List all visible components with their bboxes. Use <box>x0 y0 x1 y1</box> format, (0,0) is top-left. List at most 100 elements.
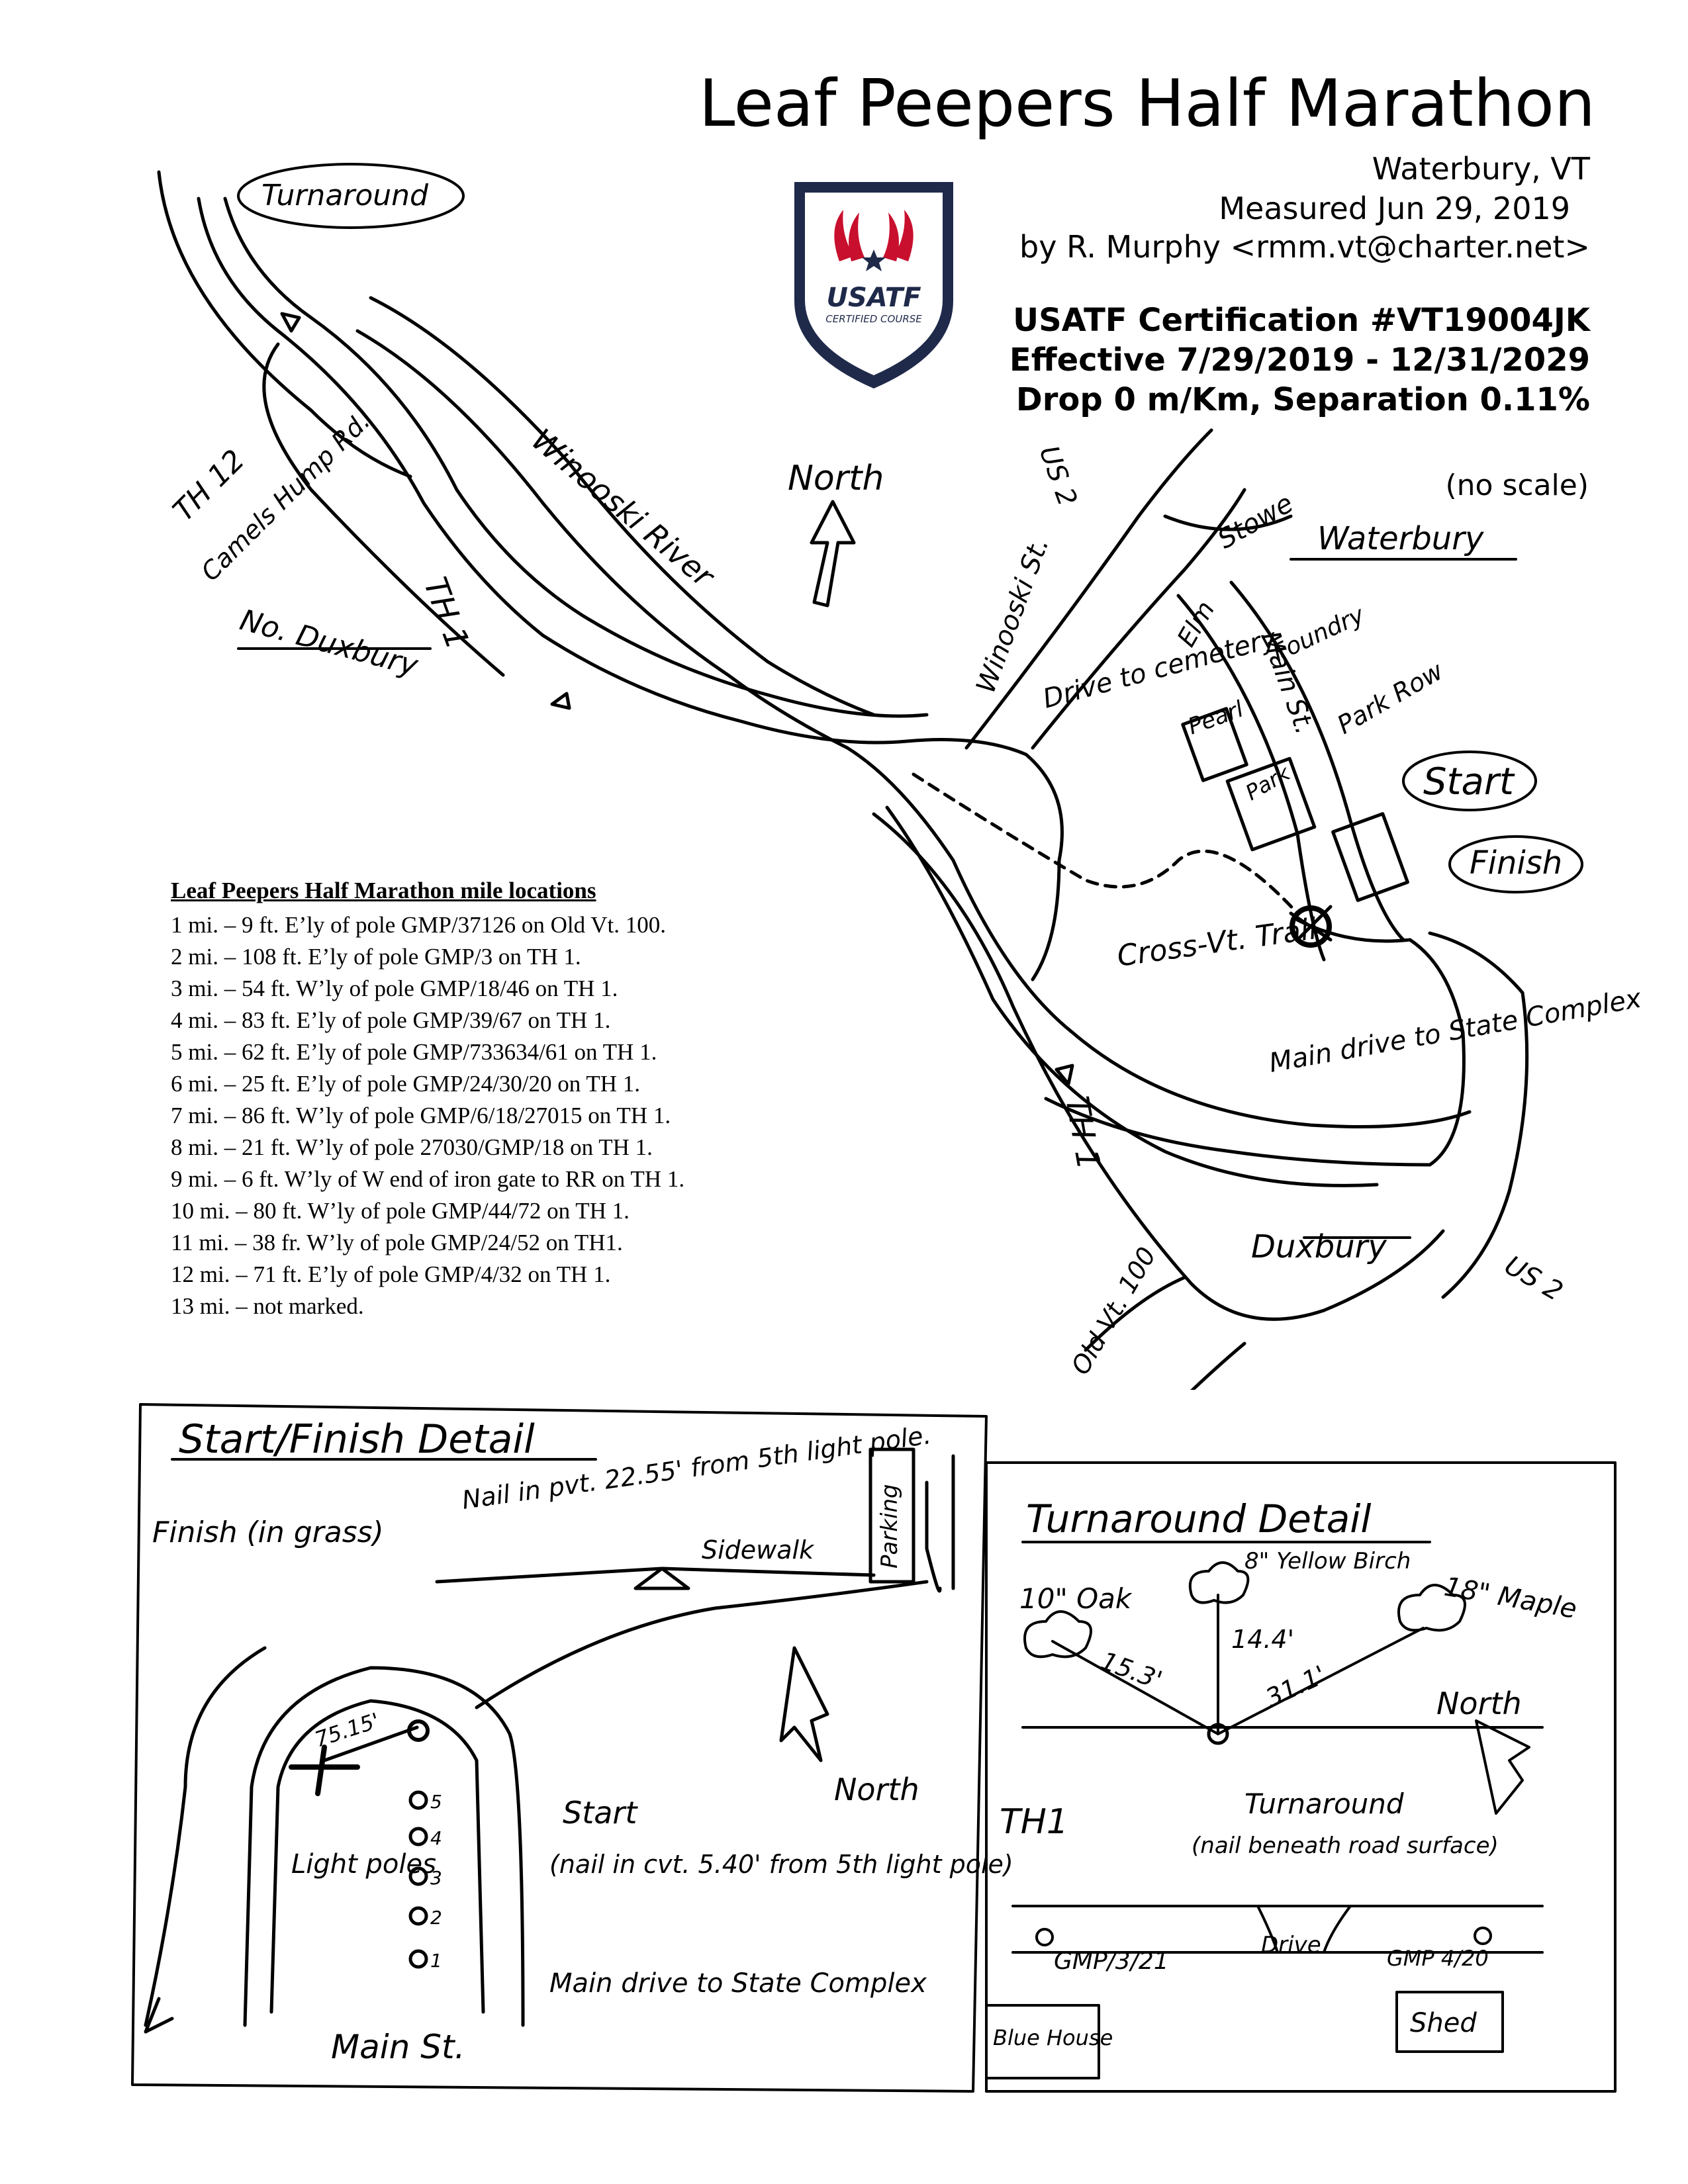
map-label-cross-vt-trail: Cross-Vt. Trail <box>1115 912 1319 974</box>
sf-finish-curve <box>144 1646 267 2027</box>
th1-road-inner <box>223 197 929 718</box>
ta-dist-oak: 15.3' <box>1097 1646 1166 1695</box>
mile-location-row: 13 mi. – not marked. <box>171 1293 364 1319</box>
ta-drive-label: Drive <box>1261 1932 1321 1958</box>
ta-pole-right-label: GMP 4/20 <box>1387 1946 1489 1971</box>
winooski-river-bank-south <box>355 329 1472 1128</box>
light-pole-icon <box>408 1906 428 1926</box>
stowe-st <box>1163 514 1293 531</box>
no-scale-note: (no scale) <box>1445 469 1589 502</box>
ta-blue-house-label: Blue House <box>993 2025 1113 2050</box>
light-pole-icon <box>408 1866 428 1886</box>
sf-start-note: (nail in cvt. 5.40' from 5th light pole) <box>549 1850 1013 1879</box>
sf-detail-frame <box>131 1403 988 2093</box>
oak-tree-icon <box>1023 1610 1092 1659</box>
start-bubble <box>1402 751 1537 811</box>
mile-location-row: 10 mi. – 80 ft. W’ly of pole GMP/44/72 o… <box>171 1198 630 1224</box>
map-label-camels-hump: Camels Hump Rd. <box>195 406 375 586</box>
ta-north-label: North <box>1436 1686 1522 1721</box>
ta-dist-birch: 14.4' <box>1231 1625 1294 1654</box>
map-label-th12: TH 12 <box>167 443 252 528</box>
mile-locations-list: Leaf Peepers Half Marathon mile location… <box>171 875 684 1322</box>
usatf-wings-icon <box>834 210 914 271</box>
map-label-park-row: Park Row <box>1333 656 1449 740</box>
mile-location-row: 9 mi. – 6 ft. W’ly of W end of iron gate… <box>171 1166 685 1192</box>
sf-main-drive-arch <box>243 1666 525 2027</box>
sf-main-drive-label: Main drive to State Complex <box>549 1968 927 1999</box>
map-label-old-vt100: Old Vt. 100 <box>1066 1242 1162 1380</box>
light-pole-number: 5 <box>430 1791 442 1813</box>
block-row <box>1331 812 1409 902</box>
usatf-brand: USATF <box>826 283 921 313</box>
sf-road-2 <box>925 1480 942 1593</box>
start-finish-mark <box>1289 905 1333 942</box>
light-pole-number: 1 <box>430 1950 442 1972</box>
ta-north-arrow-icon <box>1475 1719 1530 1815</box>
route-arrow-icon <box>280 312 1074 1086</box>
winooski-river-bank-south-2 <box>885 805 1379 1187</box>
map-label-finish: Finish <box>1470 844 1562 882</box>
mile-location-row: 8 mi. – 21 ft. W’ly of pole 27030/GMP/18… <box>171 1134 653 1160</box>
turnaround-detail: Turnaround Detail 10" Oak 8" Yellow Birc… <box>985 1461 1617 2093</box>
sf-distance-label: 75.15' <box>312 1707 383 1752</box>
sf-start-label: Start <box>563 1795 638 1831</box>
ta-th1-label: TH1 <box>1000 1802 1068 1842</box>
measured-date: Measured Jun 29, 2019 <box>1219 191 1570 226</box>
ta-drive <box>1256 1905 1352 1954</box>
light-pole-number: 4 <box>430 1827 442 1849</box>
map-label-us2-lower: US 2 <box>1499 1250 1568 1307</box>
ta-detail-title: Turnaround Detail <box>1026 1496 1371 1541</box>
cross-vt-trail <box>912 772 1299 915</box>
usatf-caption: CERTIFIED COURSE <box>825 313 922 325</box>
page-title: Leaf Peepers Half Marathon <box>698 66 1595 142</box>
sf-north-label: North <box>834 1772 919 1807</box>
map-label-drive-to-cemetery: Drive to cemetery <box>1040 623 1281 715</box>
ta-oak-label: 10" Oak <box>1019 1582 1133 1615</box>
ta-nail-note: (nail beneath road surface) <box>1192 1833 1499 1859</box>
winooski-st <box>964 428 1213 750</box>
mile-location-row: 2 mi. – 108 ft. E’ly of pole GMP/3 on TH… <box>171 944 581 970</box>
usatf-certified-badge: USATF CERTIFIED COURSE <box>794 182 953 388</box>
map-label-duxbury: Duxbury <box>1251 1228 1387 1265</box>
map-label-winooski-river: Winooski River <box>525 422 722 595</box>
vt100-road <box>1190 1342 1246 1390</box>
turnaround-bubble <box>237 163 465 229</box>
sf-light-poles-label: Light poles <box>291 1849 436 1880</box>
map-label-waterbury: Waterbury <box>1317 520 1484 557</box>
ta-nail-icon <box>1207 1723 1229 1745</box>
winooski-river-bank-north <box>369 296 876 717</box>
sf-finish-line <box>289 1745 360 1796</box>
mile-location-row: 4 mi. – 83 ft. E’ly of pole GMP/39/67 on… <box>171 1007 611 1033</box>
maple-tree-icon <box>1397 1584 1466 1632</box>
route-map: Turnaround North TH 12 Camels Hump Rd. N… <box>157 163 1644 1390</box>
mile-location-row: 5 mi. – 62 ft. E’ly of pole GMP/733634/6… <box>171 1039 657 1065</box>
ta-shed-label: Shed <box>1410 2008 1477 2038</box>
course-location: Waterbury, VT <box>1372 151 1590 187</box>
sf-main-drive-arch-inner <box>269 1699 485 2014</box>
north-arrow-icon <box>810 500 856 608</box>
mile-location-row: 3 mi. – 54 ft. W’ly of pole GMP/18/46 on… <box>171 976 618 1001</box>
certification-number: USATF Certification #VT19004JK <box>1013 302 1590 339</box>
sf-start-nail-icon <box>407 1719 430 1742</box>
light-pole-number: 3 <box>430 1867 442 1889</box>
sf-north-arrow-icon <box>779 1646 829 1762</box>
main-st-2 <box>1229 580 1405 942</box>
sf-road <box>475 1580 929 1709</box>
effective-dates: Effective 7/29/2019 - 12/31/2029 <box>1009 341 1590 379</box>
birch-tree-icon <box>1188 1561 1250 1604</box>
light-pole-icon <box>408 1790 428 1810</box>
block-elm <box>1181 707 1248 782</box>
map-label-us2: US 2 <box>1033 442 1083 510</box>
old-vt100-road <box>1084 1275 1187 1352</box>
th12-road <box>157 170 412 478</box>
map-label-pearl: Pearl <box>1184 696 1247 740</box>
sf-parking <box>868 1447 915 1584</box>
th1-road-outer <box>197 197 1064 981</box>
state-complex-drive <box>1044 918 1466 1167</box>
state-complex-drive-2 <box>1428 931 1529 1299</box>
sf-sidewalk-label: Sidewalk <box>702 1535 815 1565</box>
map-label-th1-lower: TH 1 <box>1058 1093 1107 1172</box>
light-pole-icon <box>408 1949 428 1969</box>
ta-dist-maple: 31.1' <box>1261 1660 1331 1713</box>
